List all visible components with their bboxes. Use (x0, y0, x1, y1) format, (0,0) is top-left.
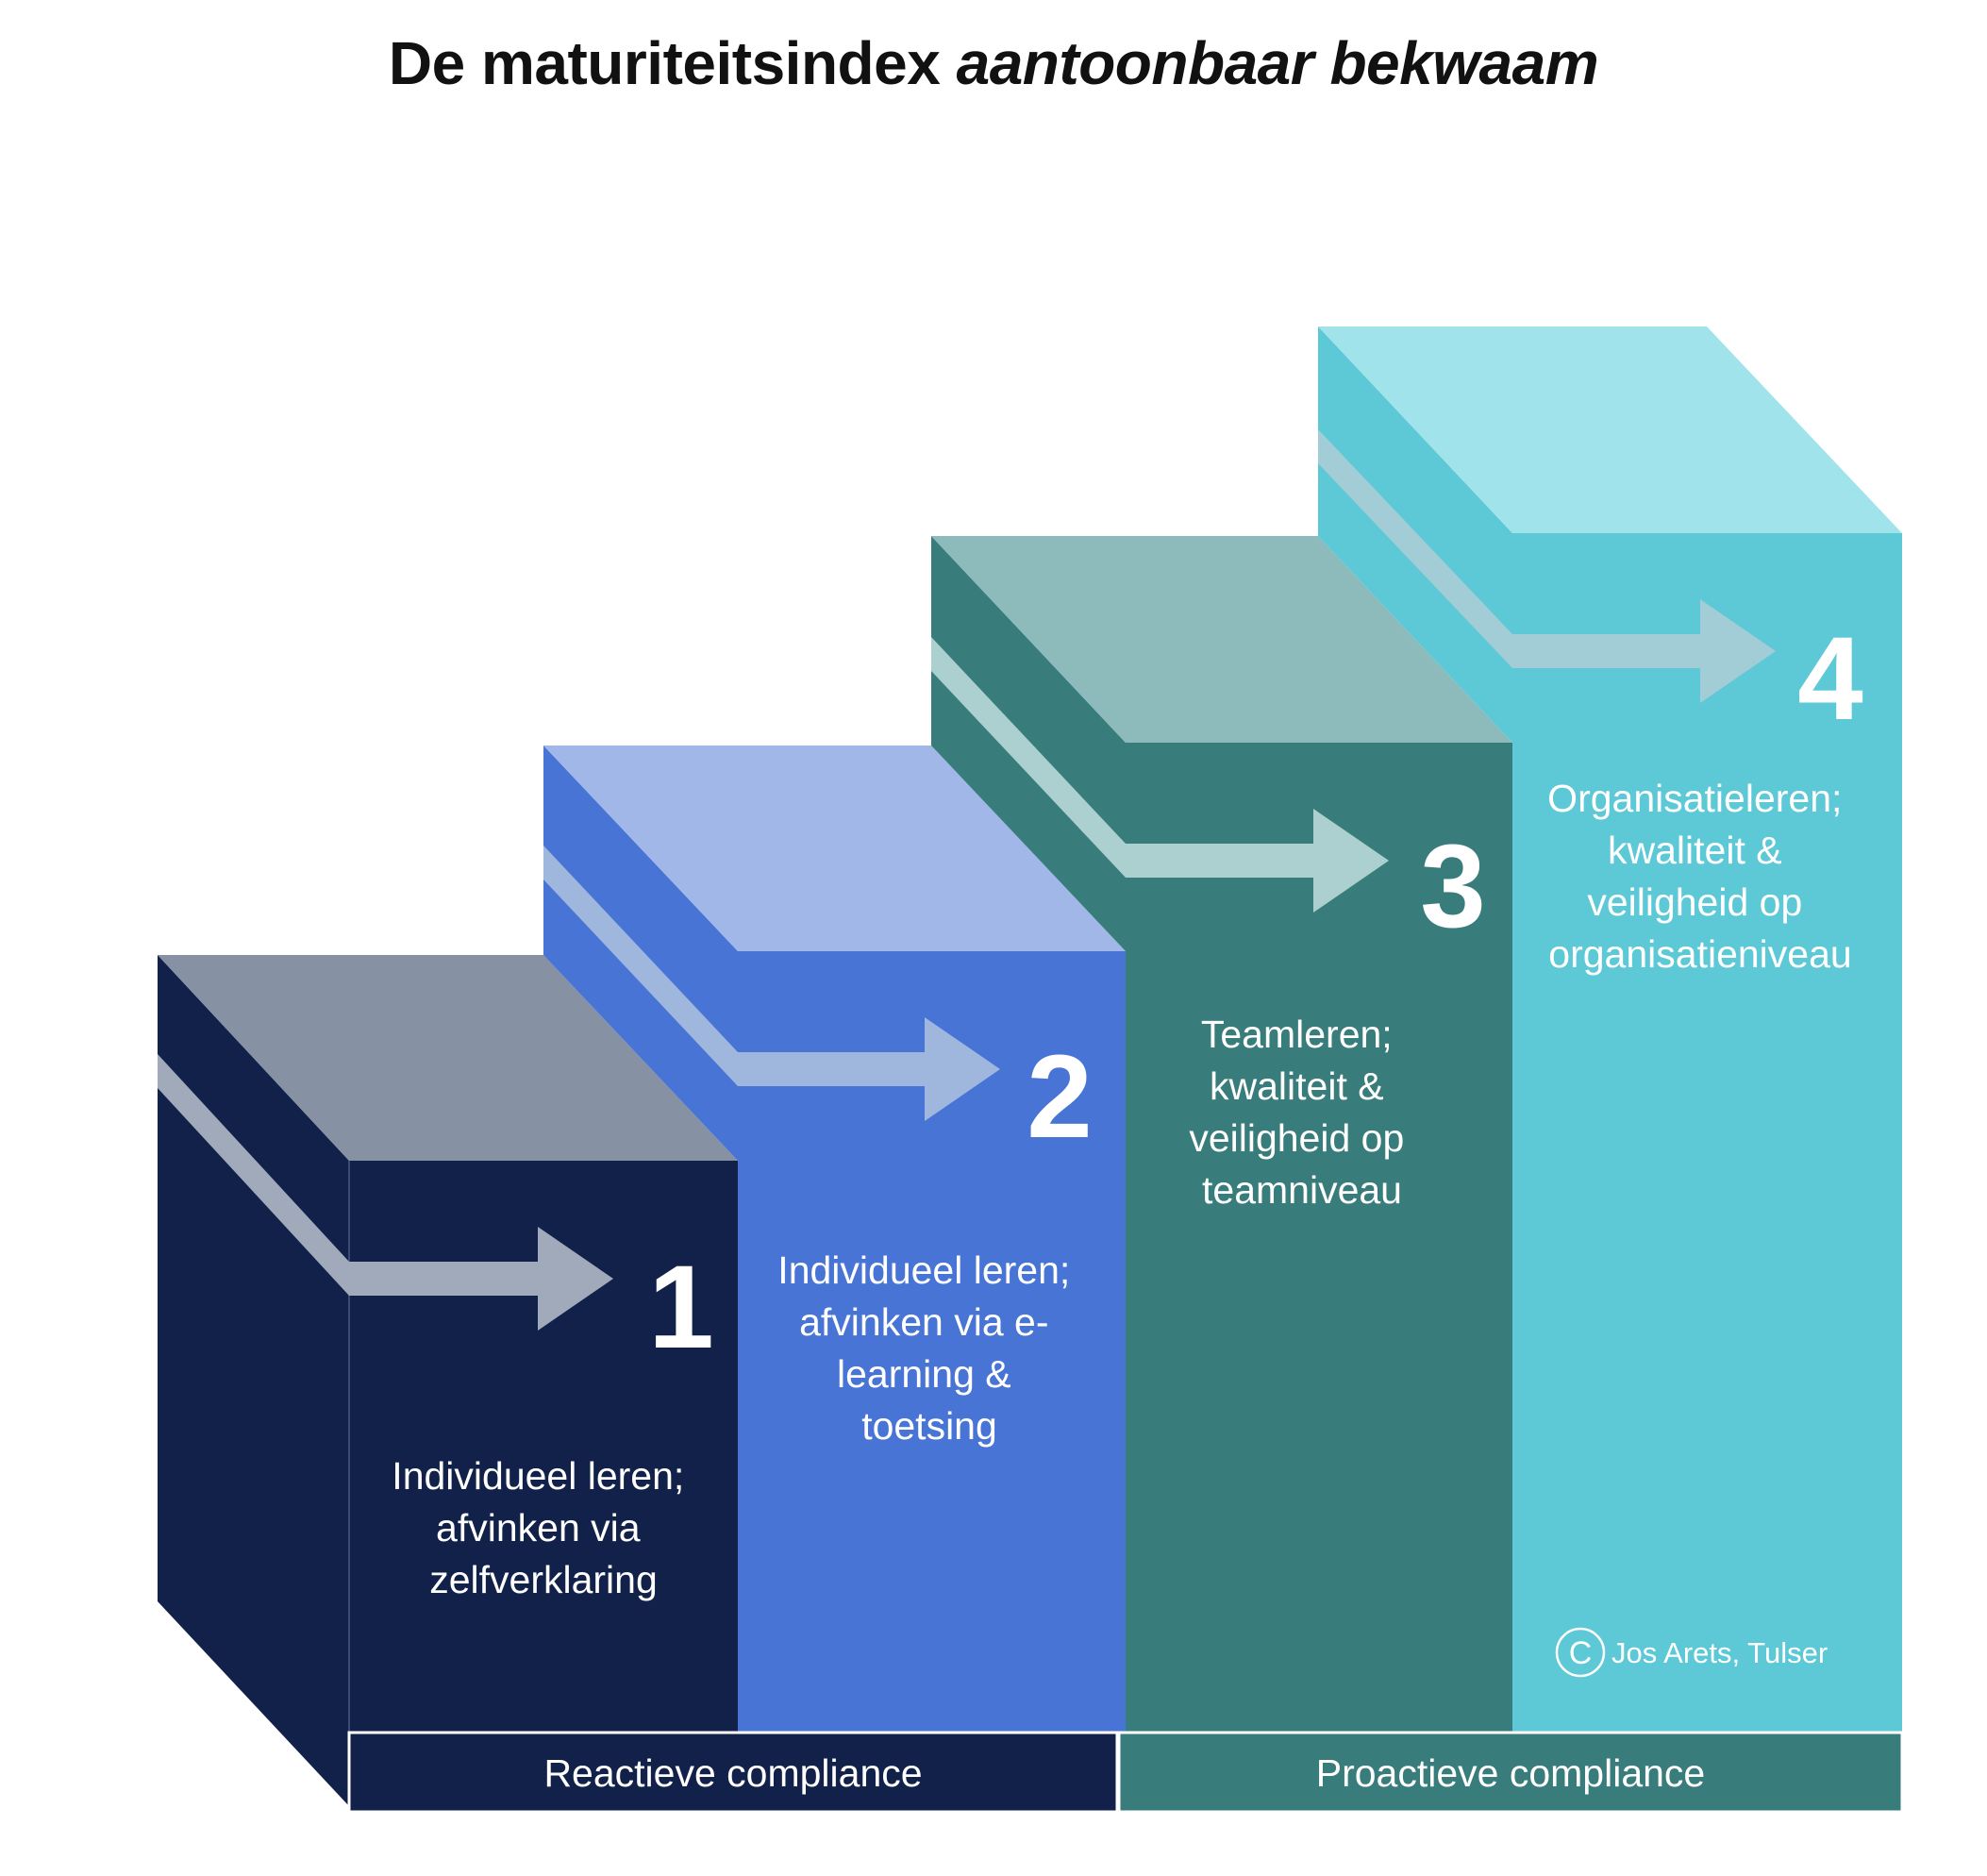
step-1-block: 1 Individueel leren; afvinken via zelfve… (158, 955, 739, 1806)
reactive-compliance-bar (347, 1731, 1119, 1814)
step-1-arrow (158, 1054, 613, 1331)
reactive-compliance-label: Reactieve compliance (543, 1751, 922, 1795)
title-italic: aantoonbaar bekwaam (956, 29, 1599, 97)
step-4-number: 4 (1797, 613, 1863, 745)
step-1-line: zelfverklaring (429, 1558, 658, 1601)
step-3-line: kwaliteit & (1210, 1064, 1384, 1108)
step-4-top-face (1318, 327, 1902, 533)
step-3-description: Teamleren; kwaliteit & veiligheid op tea… (1189, 1013, 1414, 1212)
step-2-top-face (543, 745, 1126, 951)
step-4-description: Organisatieleren; kwaliteit & veiligheid… (1547, 777, 1853, 976)
step-3-line: veiligheid op (1189, 1116, 1404, 1160)
step-4-line: kwaliteit & (1608, 829, 1782, 872)
step-2-description: Individueel leren; afvinken via e- learn… (777, 1248, 1080, 1448)
title-regular: De maturiteitsindex (388, 29, 957, 97)
step-2-number: 2 (1027, 1031, 1093, 1163)
step-3-number: 3 (1420, 821, 1486, 952)
credit: C Jos Arets, Tulser (1555, 1627, 1828, 1678)
step-1-line: Individueel leren; (392, 1454, 684, 1498)
step-1-top-face (158, 955, 738, 1161)
step-1-line: afvinken via (436, 1506, 641, 1549)
copyright-symbol: C (1569, 1635, 1593, 1671)
step-2-line: afvinken via e- (799, 1300, 1048, 1344)
step-4-line: organisatieniveau (1548, 932, 1851, 976)
step-3-block: 3 Teamleren; kwaliteit & veiligheid op t… (931, 536, 1512, 1733)
step-4-arrow (1318, 429, 1776, 703)
step-4-line: veiligheid op (1587, 880, 1802, 924)
step-2-line: Individueel leren; (777, 1248, 1070, 1292)
step-4-line: Organisatieleren; (1547, 777, 1842, 820)
step-2-line: learning & (837, 1352, 1011, 1396)
step-3-top-face (931, 536, 1512, 743)
step-2-line: toetsing (861, 1404, 997, 1448)
copyright-icon (1555, 1627, 1606, 1678)
credit-text: Jos Arets, Tulser (1611, 1636, 1828, 1669)
step-3-line: teamniveau (1202, 1168, 1402, 1212)
proactive-compliance-label: Proactieve compliance (1316, 1751, 1705, 1795)
step-3-arrow (931, 637, 1389, 913)
step-1-number: 1 (648, 1242, 714, 1373)
step-1-description: Individueel leren; afvinken via zelfverk… (392, 1454, 694, 1601)
step-3-line: Teamleren; (1201, 1013, 1393, 1056)
step-4-block: 4 Organisatieleren; kwaliteit & veilighe… (1318, 327, 1902, 1733)
step-2-block: 2 Individueel leren; afvinken via e- lea… (543, 745, 1126, 1733)
step-4-front-face (1512, 533, 1902, 1733)
page-title: De maturiteitsindex aantoonbaar bekwaam (0, 28, 1987, 98)
proactive-compliance-bar (1117, 1731, 1904, 1814)
compliance-bars: Reactieve compliance Proactieve complian… (347, 1731, 1904, 1814)
step-1-side-face (158, 955, 349, 1806)
step-2-arrow (543, 846, 1000, 1121)
